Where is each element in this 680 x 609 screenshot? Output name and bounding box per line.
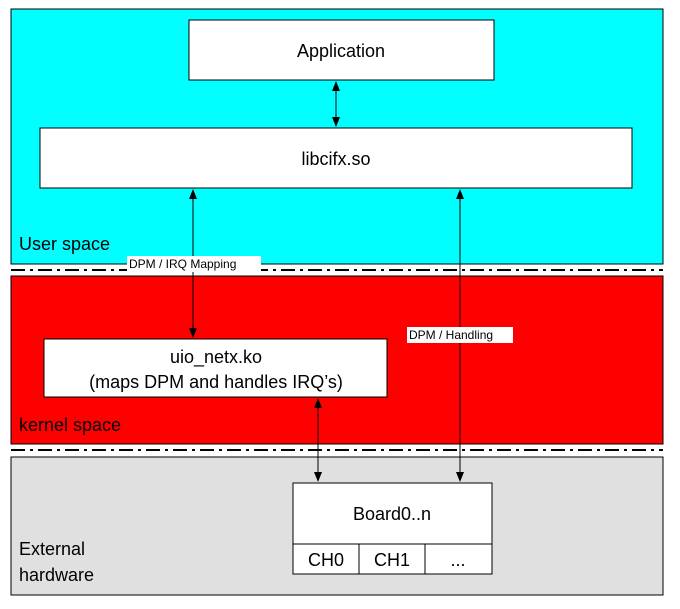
dpm-handling-label-bg (407, 327, 513, 343)
channel-ch0: CH0 (308, 550, 344, 570)
hardware-label-line2: hardware (19, 565, 94, 585)
uio-netx-label-line1: uio_netx.ko (170, 347, 262, 368)
dpm-irq-mapping-label-bg (127, 256, 261, 272)
channel-ch1: CH1 (374, 550, 410, 570)
uio-netx-label-line2: (maps DPM and handles IRQ’s) (89, 372, 343, 392)
application-box (188, 19, 495, 81)
libcifx-label: libcifx.so (301, 149, 370, 169)
dpm-irq-mapping-label: DPM / IRQ Mapping (129, 257, 236, 271)
uio-netx-box (43, 338, 388, 398)
dpm-handling-label: DPM / Handling (409, 328, 493, 342)
application-label: Application (297, 41, 385, 61)
libcifx-box (39, 127, 633, 189)
hardware-label-line1: External (19, 539, 85, 559)
channel-more: ... (450, 550, 465, 570)
kernel-space-label: kernel space (19, 415, 121, 435)
user-space-label: User space (19, 234, 110, 254)
board-label: Board0..n (353, 504, 431, 524)
board-box (292, 482, 493, 575)
